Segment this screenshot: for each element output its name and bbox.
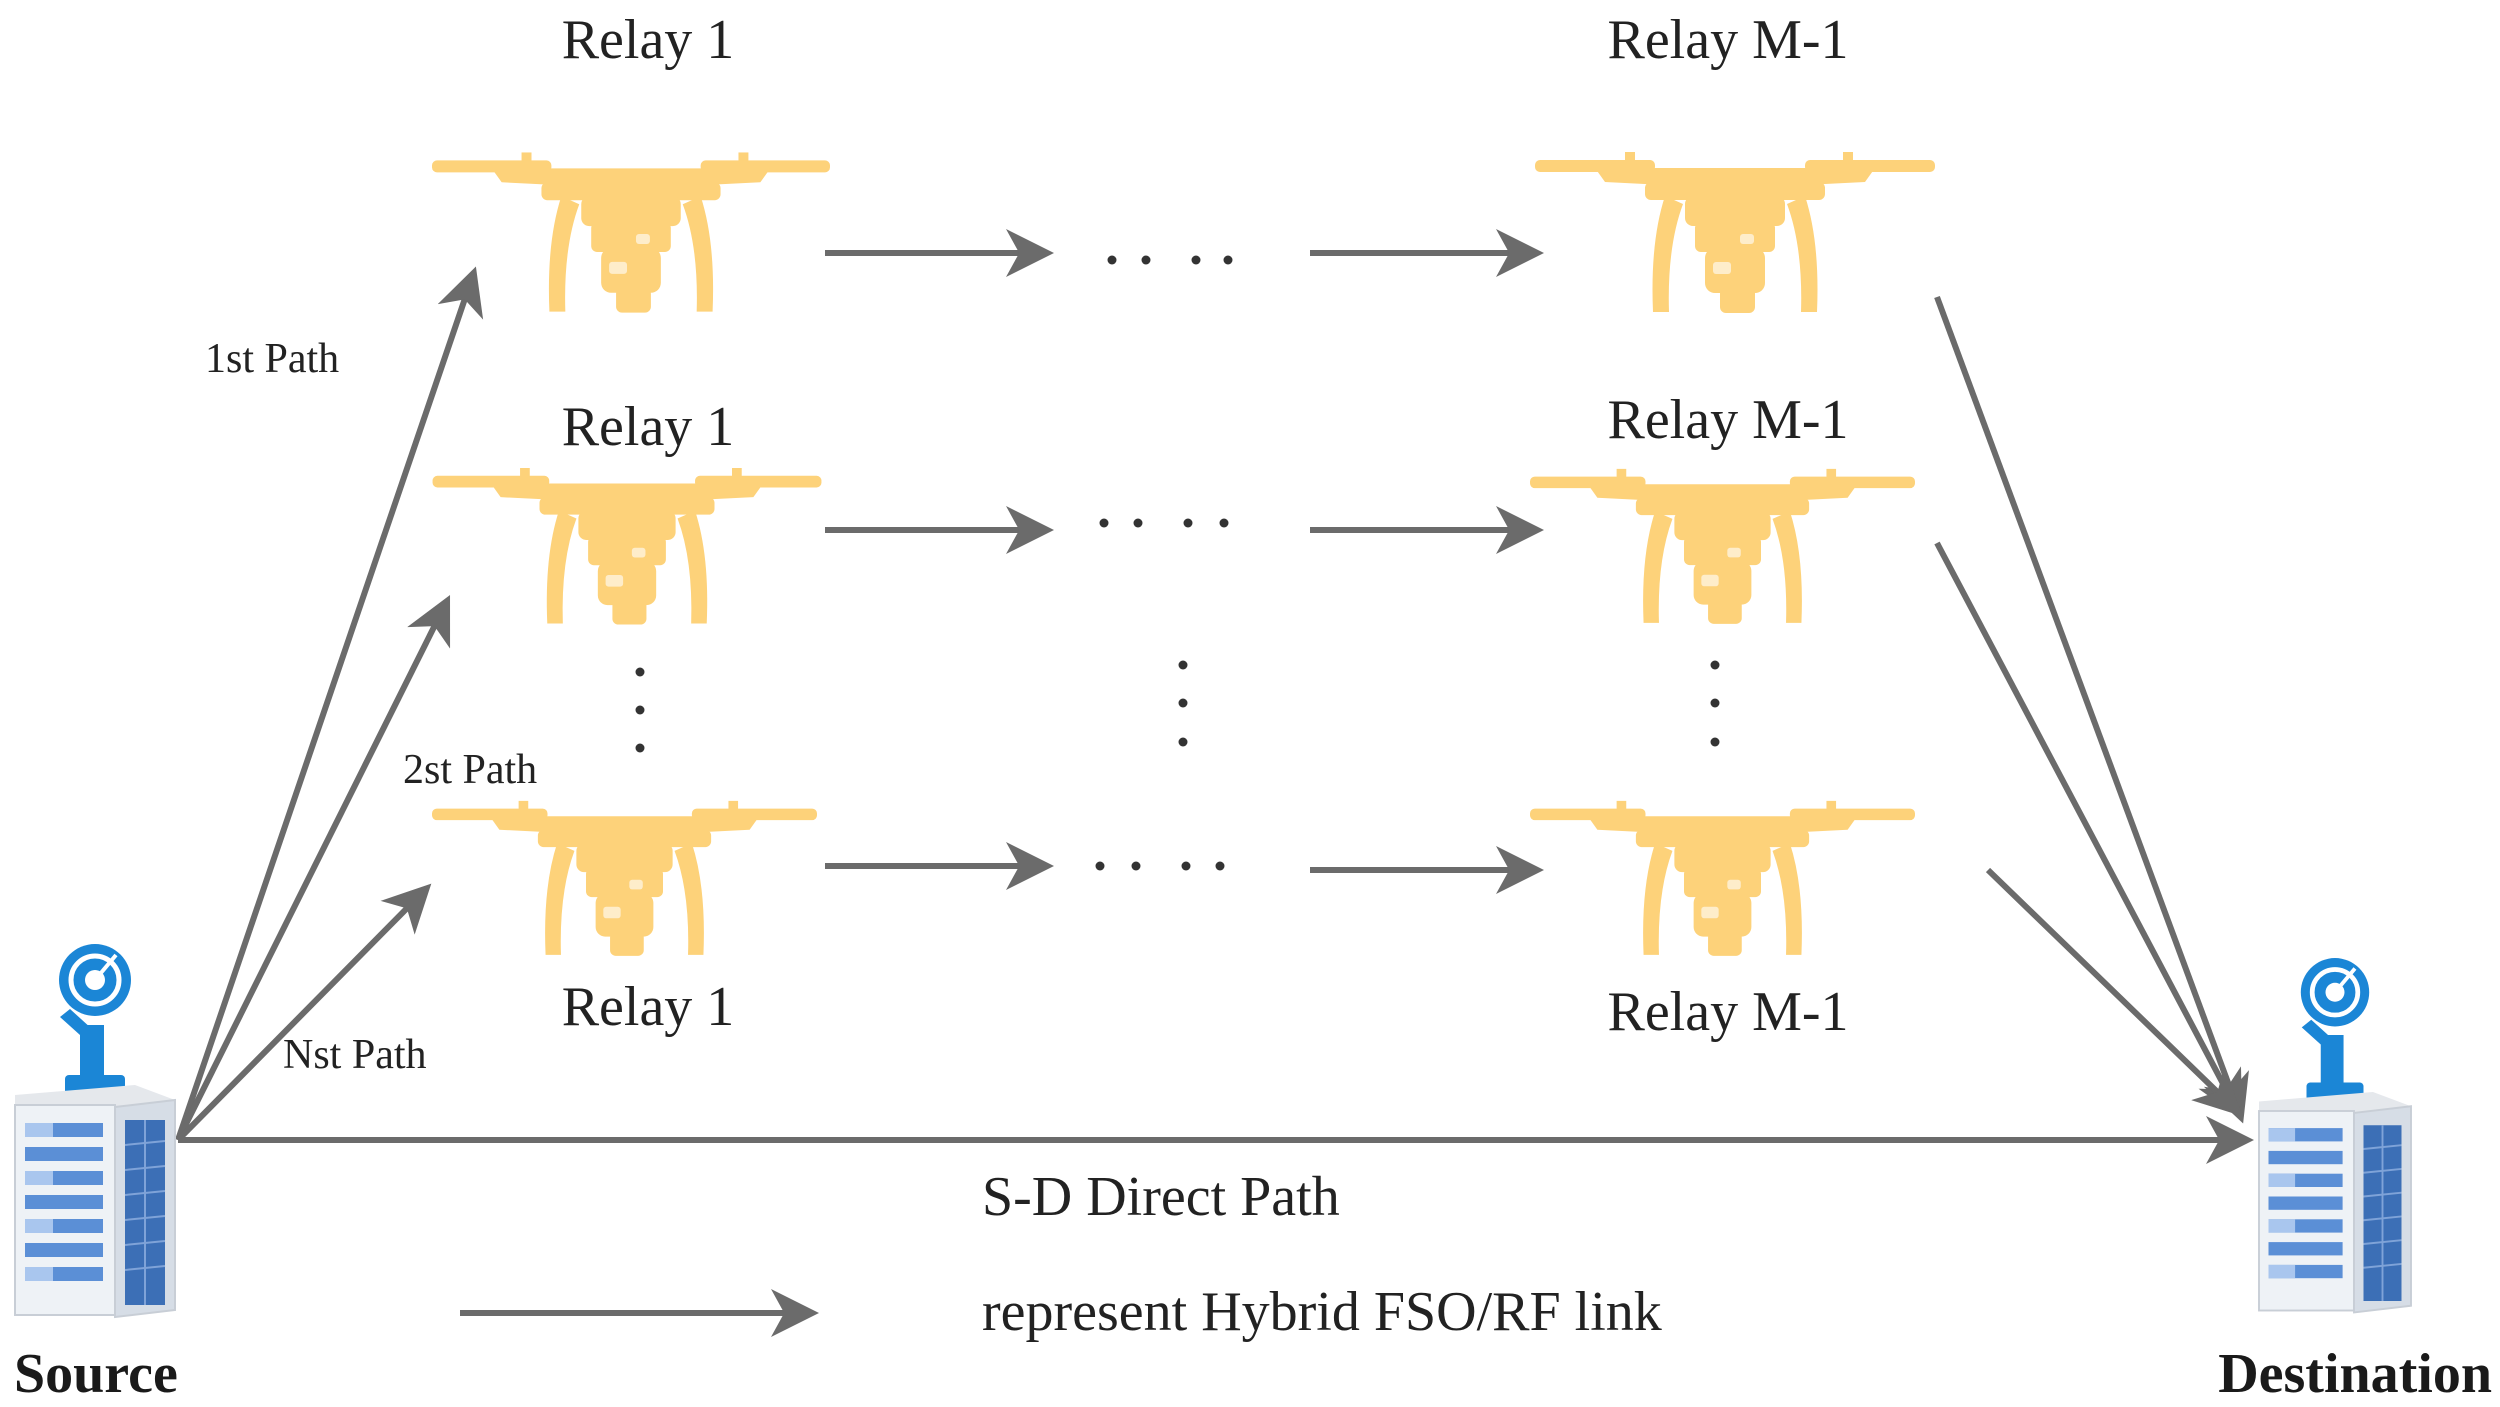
arrow-icon bbox=[175, 266, 484, 1141]
relay-label-row1-first: Relay 1 bbox=[562, 9, 735, 71]
legend-text: represent Hybrid FSO/RF link bbox=[982, 1281, 1662, 1343]
ellipsis-vertical bbox=[635, 660, 1720, 753]
building-icon bbox=[15, 944, 175, 1317]
relay-label-row2-last: Relay M-1 bbox=[1607, 389, 1848, 451]
arrow-icon bbox=[1985, 867, 2243, 1117]
arrow-icon bbox=[1934, 541, 2243, 1120]
arrow-icon bbox=[1934, 295, 2249, 1124]
arrow-icon bbox=[175, 594, 451, 1142]
destination-label: Destination bbox=[2218, 1343, 2492, 1405]
direct-path-label: S-D Direct Path bbox=[982, 1166, 1340, 1228]
drone-icon bbox=[1535, 152, 1935, 313]
building-icon bbox=[2259, 958, 2411, 1312]
drone-icon bbox=[1530, 800, 1915, 956]
path-label-nth: Nst Path bbox=[283, 1032, 427, 1078]
path-label-second: 2st Path bbox=[403, 747, 537, 793]
relay-label-row1-last: Relay M-1 bbox=[1607, 9, 1848, 71]
drone-icon bbox=[432, 468, 822, 625]
relay-label-row3-last: Relay M-1 bbox=[1607, 981, 1848, 1043]
path-label-first: 1st Path bbox=[205, 336, 339, 382]
drone-icon bbox=[1530, 468, 1915, 624]
ellipsis-horizontal bbox=[1095, 255, 1233, 871]
drone-icon bbox=[432, 152, 830, 313]
relay-label-row3-first: Relay 1 bbox=[562, 976, 735, 1038]
drone-icon bbox=[432, 800, 817, 956]
source-label: Source bbox=[14, 1343, 178, 1405]
arrow-icon bbox=[175, 883, 432, 1143]
relay-label-row2-first: Relay 1 bbox=[562, 396, 735, 458]
